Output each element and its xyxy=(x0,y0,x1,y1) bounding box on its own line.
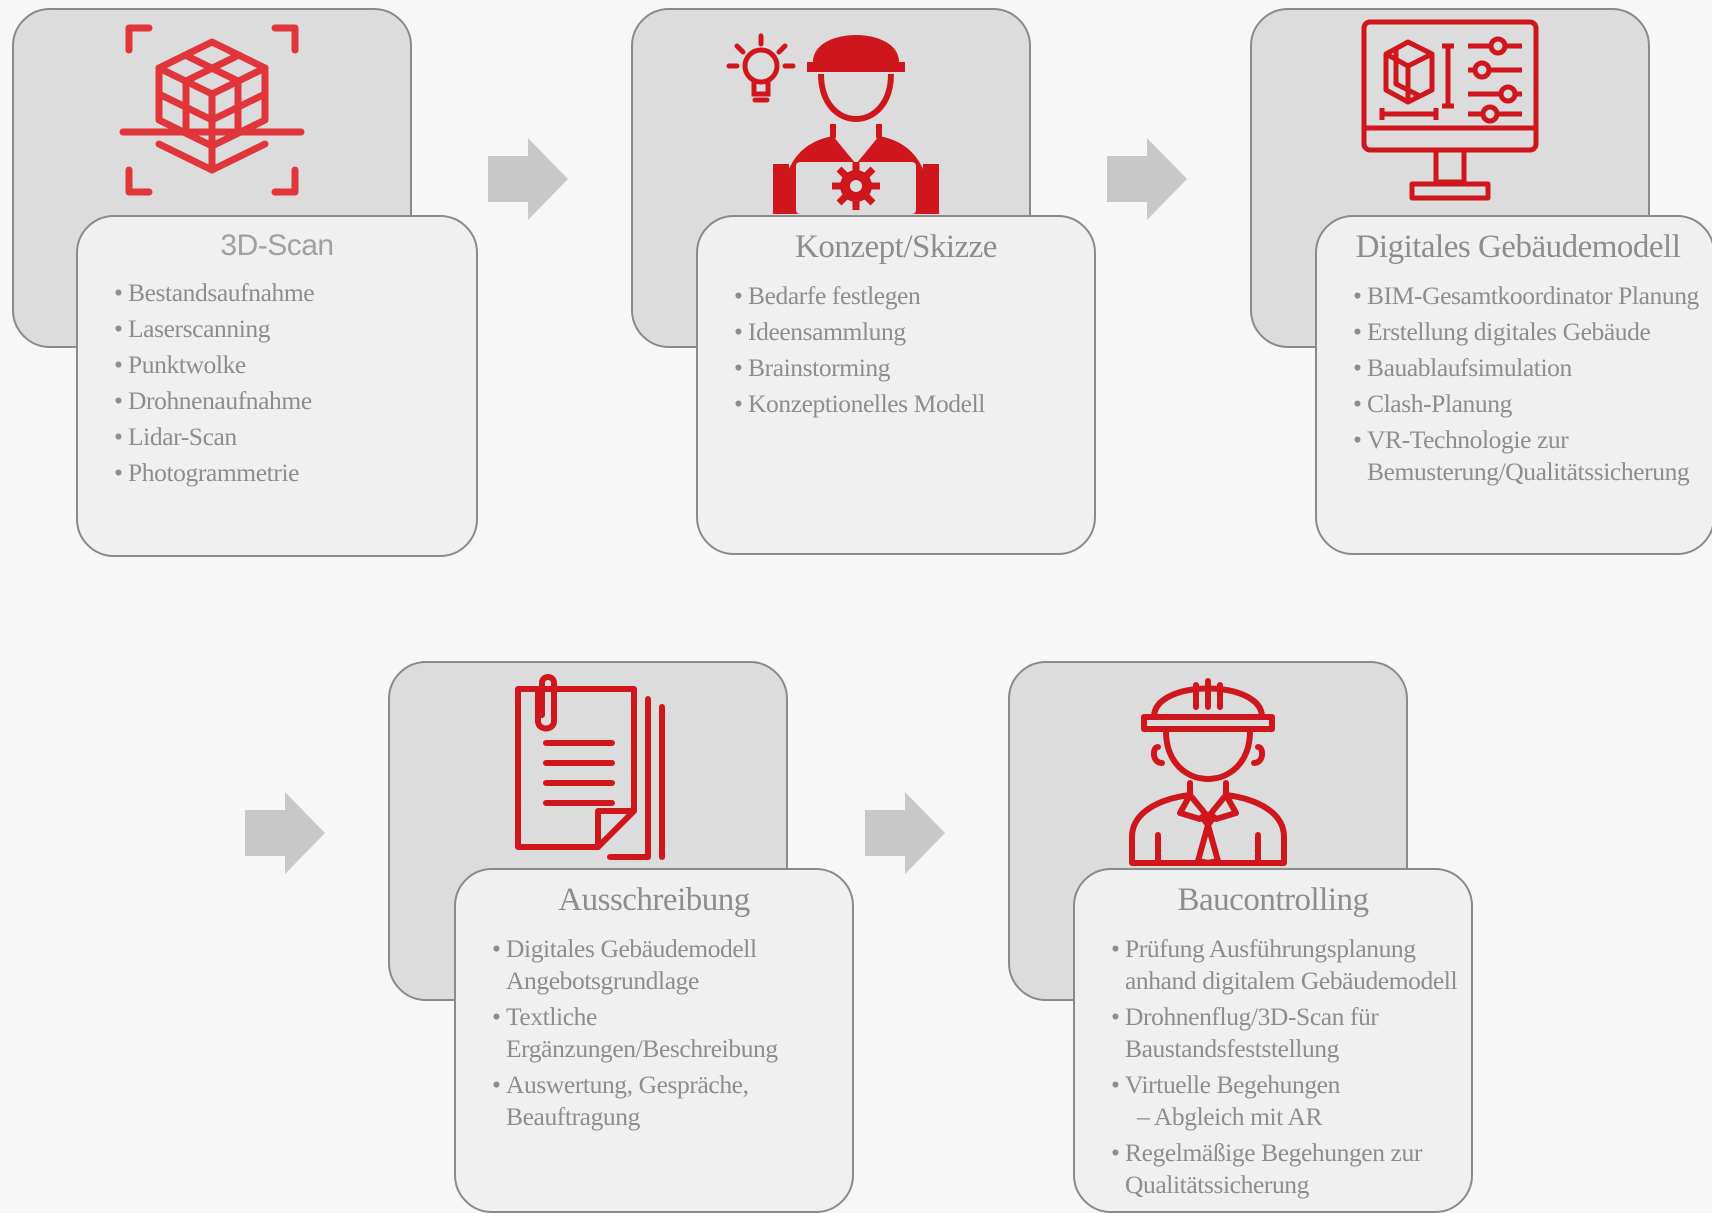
list-item-line: Regelmäßige Begehungen zur xyxy=(1125,1138,1422,1167)
list-item-line: – Abgleich mit AR xyxy=(1125,1102,1323,1131)
step-title: Digitales Gebäudemodell xyxy=(1355,229,1681,265)
text-card: Digitales Gebäudemodell BIM-Gesamtkoordi… xyxy=(1315,215,1712,555)
flow-arrow-icon xyxy=(1107,138,1187,220)
list-item-line: Virtuelle Begehungen xyxy=(1125,1070,1340,1099)
list-item: Konzeptionelles Modell xyxy=(734,388,1086,420)
list-item: Virtuelle Begehungen – Abgleich mit AR xyxy=(1111,1069,1463,1133)
list-item-line: Qualitätssicherung xyxy=(1125,1170,1310,1199)
list-item-line: Prüfung Ausführungsplanung xyxy=(1125,934,1416,963)
list-item: Bedarfe festlegen xyxy=(734,280,1086,312)
monitor-model-icon xyxy=(1361,19,1539,201)
list-item: Bestandsaufnahme xyxy=(114,277,468,309)
list-item: Lidar-Scan xyxy=(114,421,468,453)
list-item-line: Drohnenflug/3D-Scan für xyxy=(1125,1002,1379,1031)
engineer-idea-icon xyxy=(726,33,939,214)
list-item: BIM-Gesamtkoordinator Planung xyxy=(1353,280,1705,312)
item-list: Bedarfe festlegen Ideensammlung Brainsto… xyxy=(734,280,1086,420)
list-item: Clash-Planung xyxy=(1353,388,1705,420)
text-card: 3D-Scan Bestandsaufnahme Laserscanning P… xyxy=(76,215,478,557)
list-item-line: Digitales Gebäudemodell xyxy=(506,934,757,963)
list-item-line: anhand digitalem Gebäudemodell xyxy=(1125,966,1458,995)
list-item: Punktwolke xyxy=(114,349,468,381)
list-item-line: Baustandsfeststellung xyxy=(1125,1034,1339,1063)
list-item: Drohnenaufnahme xyxy=(114,385,468,417)
list-item-line: Angebotsgrundlage xyxy=(506,966,699,995)
list-item: Photogrammetrie xyxy=(114,457,468,489)
list-item: Auswertung, Gespräche, Beauftragung xyxy=(492,1069,844,1133)
item-list: Digitales Gebäudemodell Angebotsgrundlag… xyxy=(492,933,844,1133)
site-manager-icon xyxy=(1129,678,1287,866)
list-item: Digitales Gebäudemodell Angebotsgrundlag… xyxy=(492,933,844,997)
list-item-line: Ergänzungen/Beschreibung xyxy=(506,1034,778,1063)
step-title: 3D-Scan xyxy=(220,229,334,262)
list-item: Ideensammlung xyxy=(734,316,1086,348)
text-card: Ausschreibung Digitales Gebäudemodell An… xyxy=(454,868,854,1213)
flow-arrow-icon xyxy=(488,138,568,220)
list-item-line: Bemusterung/Qualitätssicherung xyxy=(1367,457,1690,486)
list-item: Bauablaufsimulation xyxy=(1353,352,1705,384)
step-title: Konzept/Skizze xyxy=(795,229,997,265)
item-list: Prüfung Ausführungsplanung anhand digita… xyxy=(1111,933,1463,1201)
list-item: Drohnenflug/3D-Scan für Baustandsfestste… xyxy=(1111,1001,1463,1065)
item-list: BIM-Gesamtkoordinator Planung Erstellung… xyxy=(1353,280,1705,488)
3d-scan-icon xyxy=(119,24,305,196)
text-card: Konzept/Skizze Bedarfe festlegen Ideensa… xyxy=(696,215,1096,555)
list-item-line: VR-Technologie zur xyxy=(1367,425,1569,454)
list-item-line: Beauftragung xyxy=(506,1102,640,1131)
list-item-line: Textliche xyxy=(506,1002,597,1031)
item-list: Bestandsaufnahme Laserscanning Punktwolk… xyxy=(114,277,468,489)
step-title: Baucontrolling xyxy=(1177,882,1369,918)
list-item: Brainstorming xyxy=(734,352,1086,384)
list-item: Prüfung Ausführungsplanung anhand digita… xyxy=(1111,933,1463,997)
flow-arrow-icon xyxy=(245,792,325,874)
list-item: Textliche Ergänzungen/Beschreibung xyxy=(492,1001,844,1065)
text-card: Baucontrolling Prüfung Ausführungsplanun… xyxy=(1073,868,1473,1213)
list-item: Regelmäßige Begehungen zur Qualitätssich… xyxy=(1111,1137,1463,1201)
step-title: Ausschreibung xyxy=(558,882,750,918)
list-item: Laserscanning xyxy=(114,313,468,345)
list-item: VR-Technologie zur Bemusterung/Qualitäts… xyxy=(1353,424,1705,488)
list-item-line: Auswertung, Gespräche, xyxy=(506,1070,749,1099)
list-item: Erstellung digitales Gebäude xyxy=(1353,316,1705,348)
flow-arrow-icon xyxy=(865,792,945,874)
document-icon xyxy=(515,674,665,860)
